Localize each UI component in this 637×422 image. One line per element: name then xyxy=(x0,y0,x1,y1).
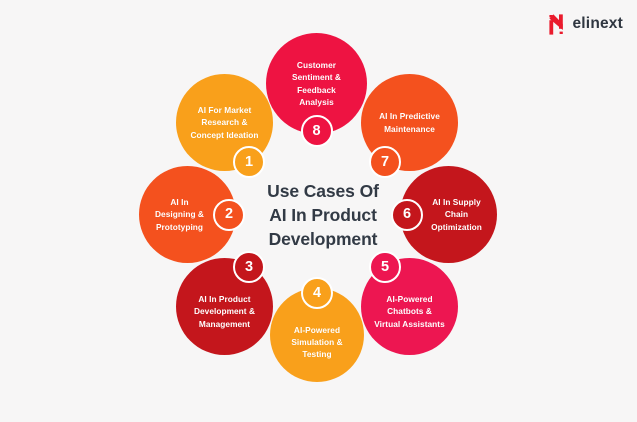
use-case-badge-2[interactable]: 2 xyxy=(213,198,245,231)
label-7-line-2: Maintenance xyxy=(384,123,435,134)
label-8-line-1: Customer xyxy=(296,60,337,71)
use-case-label-3: AI In Product Development & Management xyxy=(188,293,261,329)
use-case-badge-1[interactable]: 1 xyxy=(233,146,265,178)
label-5-line-3: Virtual Assistants xyxy=(374,318,445,329)
label-8-line-3: Feedback xyxy=(297,84,336,95)
page-title: Use Cases Of AI In Product Development xyxy=(238,180,408,251)
use-case-circle-7[interactable]: AI In Predictive Maintenance 7 xyxy=(361,74,458,178)
label-3-line-3: Management xyxy=(198,318,251,329)
use-case-badge-7[interactable]: 7 xyxy=(369,146,401,178)
label-1-line-1: AI For Market xyxy=(197,105,252,116)
use-case-circle-3[interactable]: AI In Product Development & Management 3 xyxy=(176,251,273,355)
title-line-3: Development xyxy=(268,228,378,249)
use-case-label-6: AI In Supply Chain Optimization xyxy=(425,196,488,232)
label-7-line-1: AI In Predictive xyxy=(379,111,440,122)
use-case-label-2: AI In Designing & Prototyping xyxy=(149,196,210,232)
label-5-line-1: AI-Powered xyxy=(386,294,433,305)
use-case-circle-2[interactable]: AI In Designing & Prototyping 2 xyxy=(139,166,245,263)
use-case-badge-4[interactable]: 4 xyxy=(301,277,333,309)
title-line-2: AI In Product xyxy=(269,204,377,225)
label-6-line-1: AI In Supply xyxy=(432,197,481,208)
use-case-label-4: AI-Powered Simulation & Testing xyxy=(285,324,348,360)
use-case-circle-4[interactable]: AI-Powered Simulation & Testing 4 xyxy=(270,277,364,382)
label-2-line-1: AI In xyxy=(170,197,189,208)
label-6-line-2: Chain xyxy=(444,209,469,220)
use-case-circle-8[interactable]: Customer Sentiment & Feedback Analysis 8 xyxy=(266,33,367,147)
label-4-line-2: Simulation & xyxy=(291,336,343,347)
use-case-label-8: Customer Sentiment & Feedback Analysis xyxy=(286,59,347,107)
use-case-badge-8[interactable]: 8 xyxy=(300,115,333,147)
use-case-badge-5[interactable]: 5 xyxy=(369,251,401,283)
use-case-badge-6[interactable]: 6 xyxy=(391,198,423,231)
use-case-circle-5[interactable]: AI-Powered Chatbots & Virtual Assistants… xyxy=(361,251,458,355)
use-case-badge-3[interactable]: 3 xyxy=(233,251,265,283)
label-3-line-1: AI In Product xyxy=(198,294,251,305)
brand-wordmark: elinext xyxy=(572,15,623,33)
use-case-circle-6[interactable]: AI In Supply Chain Optimization 6 xyxy=(391,166,497,263)
label-4-line-1: AI-Powered xyxy=(293,324,341,335)
label-4-line-3: Testing xyxy=(302,349,332,359)
use-case-label-5: AI-Powered Chatbots & Virtual Assistants xyxy=(368,293,451,329)
label-1-line-3: Concept Ideation xyxy=(190,129,259,140)
label-3-line-2: Development & xyxy=(193,306,256,317)
label-5-line-2: Chatbots & xyxy=(387,306,432,317)
label-8-line-4: Analysis xyxy=(299,96,334,107)
use-case-circle-1[interactable]: AI For Market Research & Concept Ideatio… xyxy=(176,74,273,178)
label-6-line-3: Optimization xyxy=(431,221,482,232)
label-2-line-2: Designing & xyxy=(155,209,204,220)
title-line-1: Use Cases Of xyxy=(267,181,379,201)
use-case-label-1: AI For Market Research & Concept Ideatio… xyxy=(184,104,264,140)
brand-logo: elinext xyxy=(548,10,623,38)
label-8-line-2: Sentiment & xyxy=(292,72,341,83)
label-2-line-3: Prototyping xyxy=(155,221,204,232)
use-case-label-7: AI In Predictive Maintenance xyxy=(373,110,446,134)
elinext-n-mark-icon xyxy=(549,13,564,35)
label-1-line-2: Research & xyxy=(201,117,248,128)
